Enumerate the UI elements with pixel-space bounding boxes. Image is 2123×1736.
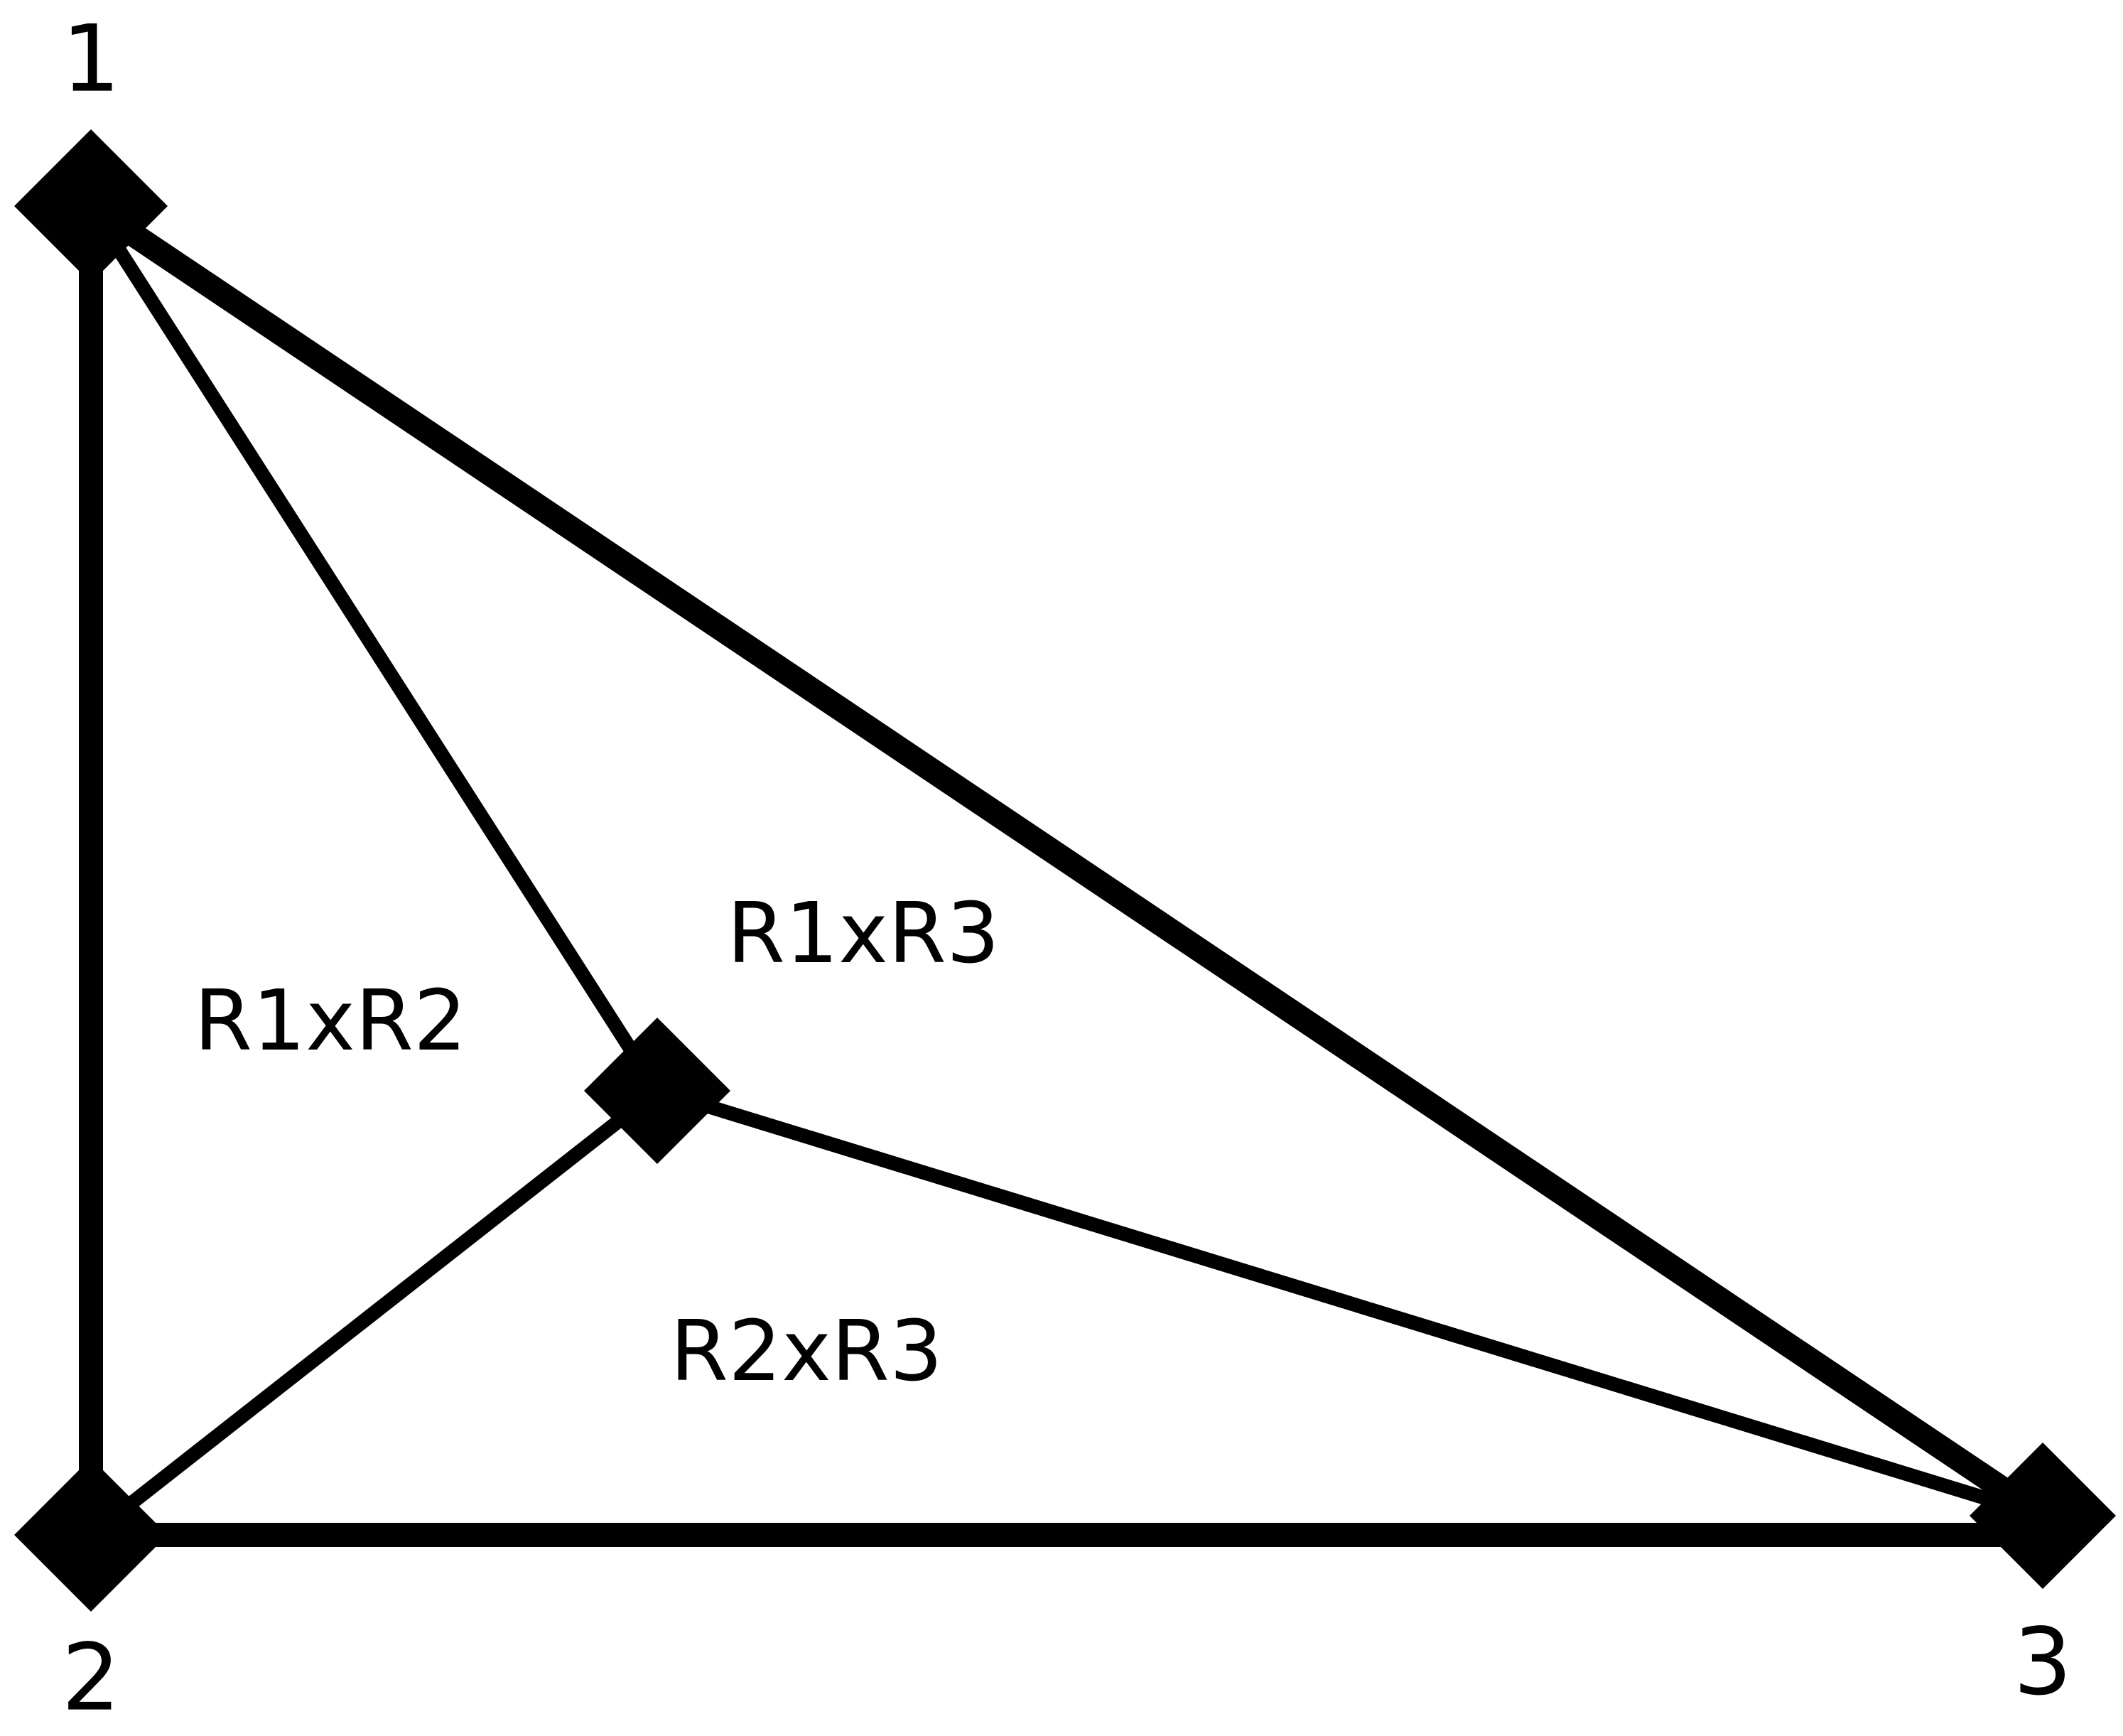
vertex-3-label: 3 <box>2014 1608 2073 1716</box>
edge-2-c <box>86 1085 662 1541</box>
edge-1-3 <box>84 195 2050 1526</box>
region-label-r1xr2: R1xR2 <box>194 971 467 1069</box>
vertex-2-marker <box>14 1458 168 1612</box>
edge-1-c <box>85 202 664 1095</box>
vertex-2-label: 2 <box>62 1624 121 1732</box>
vertex-1-marker <box>14 129 168 283</box>
edge-3-c <box>655 1084 2045 1523</box>
region-label-r1xr3: R1xR3 <box>727 884 1000 982</box>
vertex-3-marker <box>1970 1443 2116 1589</box>
region-label-r2xr3: R2xR3 <box>670 1302 943 1400</box>
vertex-1-label: 1 <box>62 5 121 113</box>
vertex-center-marker <box>584 1018 730 1164</box>
